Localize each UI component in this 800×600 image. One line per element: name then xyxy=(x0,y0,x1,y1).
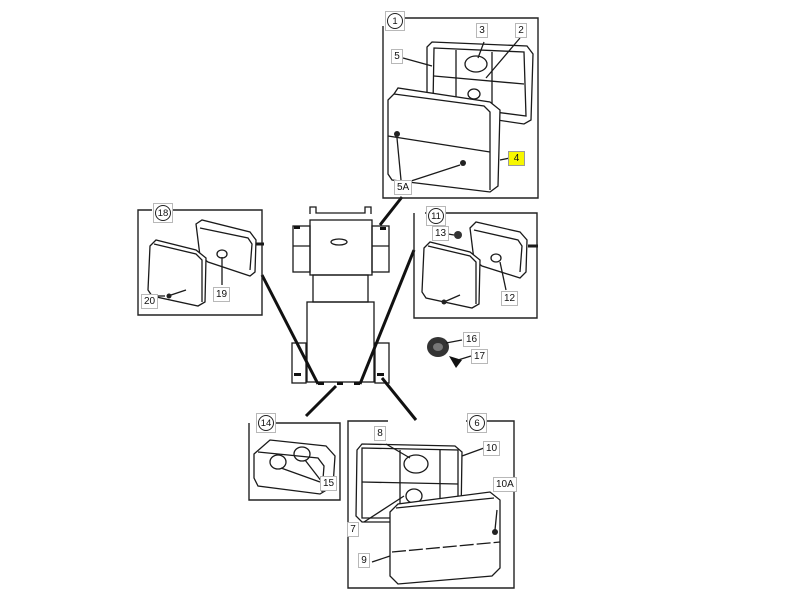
callout-6-text: 6 xyxy=(469,415,485,431)
callout-17[interactable]: 17 xyxy=(471,349,489,364)
vehicle-outline xyxy=(291,206,390,385)
callout-19[interactable]: 19 xyxy=(213,287,231,302)
callout-assembly-18[interactable]: 18 xyxy=(153,203,173,223)
callout-11-text: 11 xyxy=(428,208,444,224)
callout-1-text: 1 xyxy=(387,13,403,29)
callout-assembly-1[interactable]: 1 xyxy=(385,11,405,31)
callout-13[interactable]: 13 xyxy=(432,226,450,241)
callout-assembly-6[interactable]: 6 xyxy=(467,413,487,433)
callout-5[interactable]: 5 xyxy=(391,49,403,64)
callout-10a[interactable]: 10A xyxy=(493,477,517,492)
callout-8[interactable]: 8 xyxy=(374,426,386,441)
callout-4-highlighted[interactable]: 4 xyxy=(508,151,525,166)
callout-9[interactable]: 9 xyxy=(358,553,370,568)
callout-assembly-14[interactable]: 14 xyxy=(256,413,276,433)
callout-18-text: 18 xyxy=(155,205,171,221)
callout-20[interactable]: 20 xyxy=(141,294,159,309)
panel-6 xyxy=(347,420,515,589)
callout-16[interactable]: 16 xyxy=(463,332,481,347)
leader-lines xyxy=(260,196,418,421)
callout-15[interactable]: 15 xyxy=(320,476,338,491)
panel-18 xyxy=(137,209,264,316)
panel-1 xyxy=(382,17,539,199)
panel-11 xyxy=(413,212,538,319)
callout-assembly-11[interactable]: 11 xyxy=(426,206,446,226)
callout-10[interactable]: 10 xyxy=(483,441,501,456)
callout-7[interactable]: 7 xyxy=(347,522,359,537)
callout-3[interactable]: 3 xyxy=(476,23,488,38)
callout-5a[interactable]: 5A xyxy=(394,180,413,195)
callout-12[interactable]: 12 xyxy=(501,291,519,306)
grommet-parts xyxy=(427,337,472,368)
callout-2[interactable]: 2 xyxy=(515,23,527,38)
callout-14-text: 14 xyxy=(258,415,274,431)
